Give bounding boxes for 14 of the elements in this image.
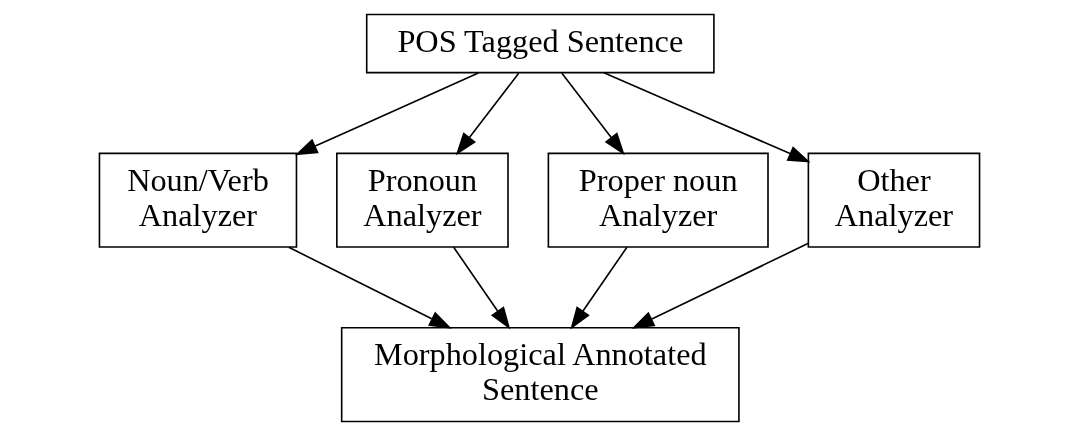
arrow <box>603 72 811 163</box>
node-box: Other Analyzer <box>807 152 981 248</box>
node-box: Proper noun Analyzer <box>547 152 769 248</box>
arrow <box>561 72 625 156</box>
arrow <box>294 72 480 156</box>
node-box: Morphological Annotated Sentence <box>340 327 740 423</box>
arrow <box>631 242 810 329</box>
arrow <box>570 246 628 330</box>
arrow <box>455 72 520 156</box>
node-box: POS Tagged Sentence <box>365 13 715 74</box>
arrow <box>452 246 511 330</box>
node-box: Noun/Verb Analyzer <box>98 152 298 248</box>
node-box: Pronoun Analyzer <box>336 152 509 248</box>
arrow <box>288 246 452 329</box>
